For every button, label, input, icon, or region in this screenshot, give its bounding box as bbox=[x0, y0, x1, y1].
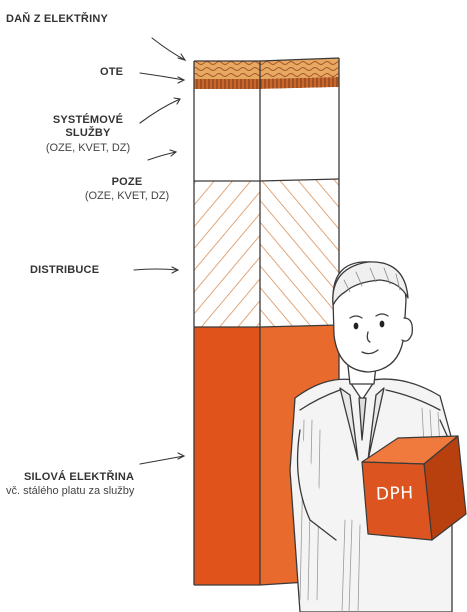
label-systemove-line2: SLUŽBY bbox=[65, 127, 111, 139]
label-systemove-line1: SYSTÉMOVÉ bbox=[52, 114, 124, 126]
label-poze: POZE bbox=[111, 176, 143, 188]
dph-box bbox=[361, 435, 467, 541]
label-systemove-sub: (OZE, KVET, DZ) bbox=[45, 142, 131, 154]
label-distribuce: DISTRIBUCE bbox=[30, 264, 100, 276]
label-dan-z-elektriny: DAŇ Z ELEKTŘINY bbox=[6, 13, 108, 25]
ote-band bbox=[194, 77, 339, 89]
systemove-sluzby-segment bbox=[194, 87, 339, 181]
leader-arrows bbox=[133, 37, 187, 465]
label-silova-sub: vč. stálého platu za služby bbox=[6, 485, 135, 497]
tax-band bbox=[194, 57, 340, 79]
label-silova-elektrina: SILOVÁ ELEKTŘINA bbox=[24, 471, 135, 483]
distribuce-segment bbox=[194, 179, 339, 327]
label-poze-sub: (OZE, KVET, DZ) bbox=[84, 190, 170, 202]
label-ote: OTE bbox=[100, 66, 124, 78]
dph-box-label: DPH bbox=[375, 483, 414, 505]
